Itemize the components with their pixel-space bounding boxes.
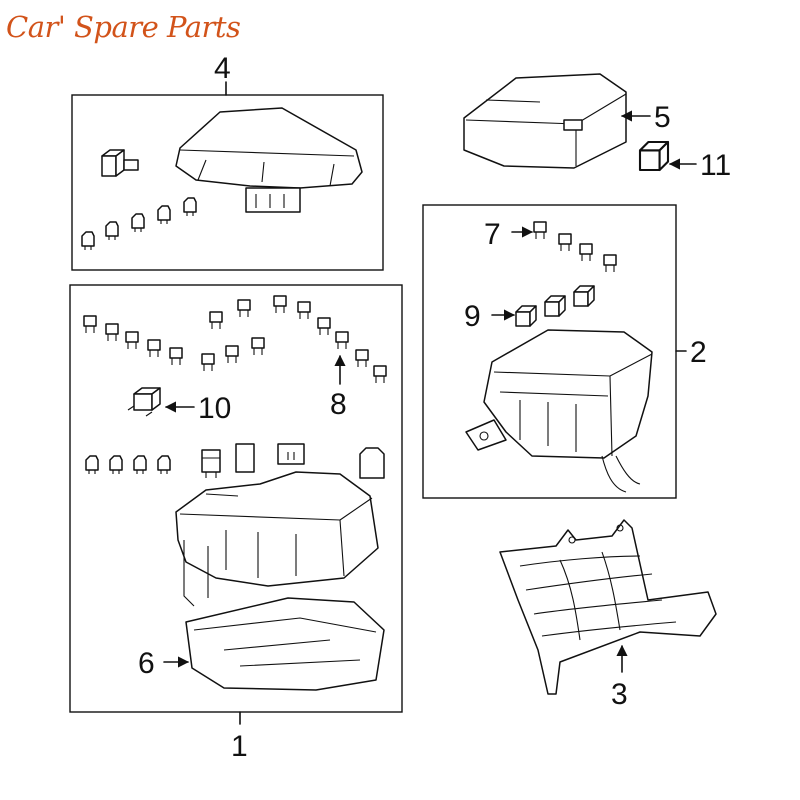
callout-8: 8 bbox=[330, 388, 347, 421]
mini-fuses-8 bbox=[335, 331, 387, 384]
fuse-row-upper bbox=[83, 295, 331, 372]
callout-3: 3 bbox=[611, 678, 628, 711]
part-group-1 bbox=[69, 284, 403, 725]
callout-2: 2 bbox=[690, 336, 707, 369]
part-group-5 bbox=[463, 73, 627, 169]
undercover-6 bbox=[185, 597, 385, 691]
callout-5: 5 bbox=[654, 101, 671, 134]
callout-9: 9 bbox=[464, 300, 481, 333]
group-1-frame bbox=[69, 284, 403, 713]
fuse-box-upper-cover bbox=[175, 107, 363, 213]
callout-6: 6 bbox=[138, 647, 155, 680]
brand-watermark: Car' Spare Parts bbox=[6, 10, 241, 44]
fuse-box-2-body bbox=[465, 329, 653, 493]
fuse-box-1-main bbox=[175, 471, 379, 607]
fuse-box-lid bbox=[463, 73, 627, 169]
callout-4: 4 bbox=[214, 52, 231, 85]
clip-row bbox=[81, 197, 197, 251]
part-group-2 bbox=[422, 204, 687, 499]
relay-11 bbox=[638, 140, 670, 172]
callout-7: 7 bbox=[484, 218, 501, 251]
connector-block bbox=[101, 149, 139, 177]
group-4-frame bbox=[71, 94, 384, 271]
part-group-3-bracket bbox=[499, 519, 717, 695]
mini-fuses-7 bbox=[533, 221, 617, 273]
relays-center bbox=[201, 443, 385, 479]
callout-11: 11 bbox=[700, 149, 731, 182]
relays-9 bbox=[515, 285, 595, 327]
callout-1: 1 bbox=[231, 730, 248, 763]
clip-row-lower bbox=[85, 455, 171, 475]
connector-10 bbox=[127, 387, 161, 417]
callout-10: 10 bbox=[198, 392, 231, 425]
callout-leaders bbox=[163, 110, 697, 673]
part-group-4 bbox=[71, 81, 384, 271]
